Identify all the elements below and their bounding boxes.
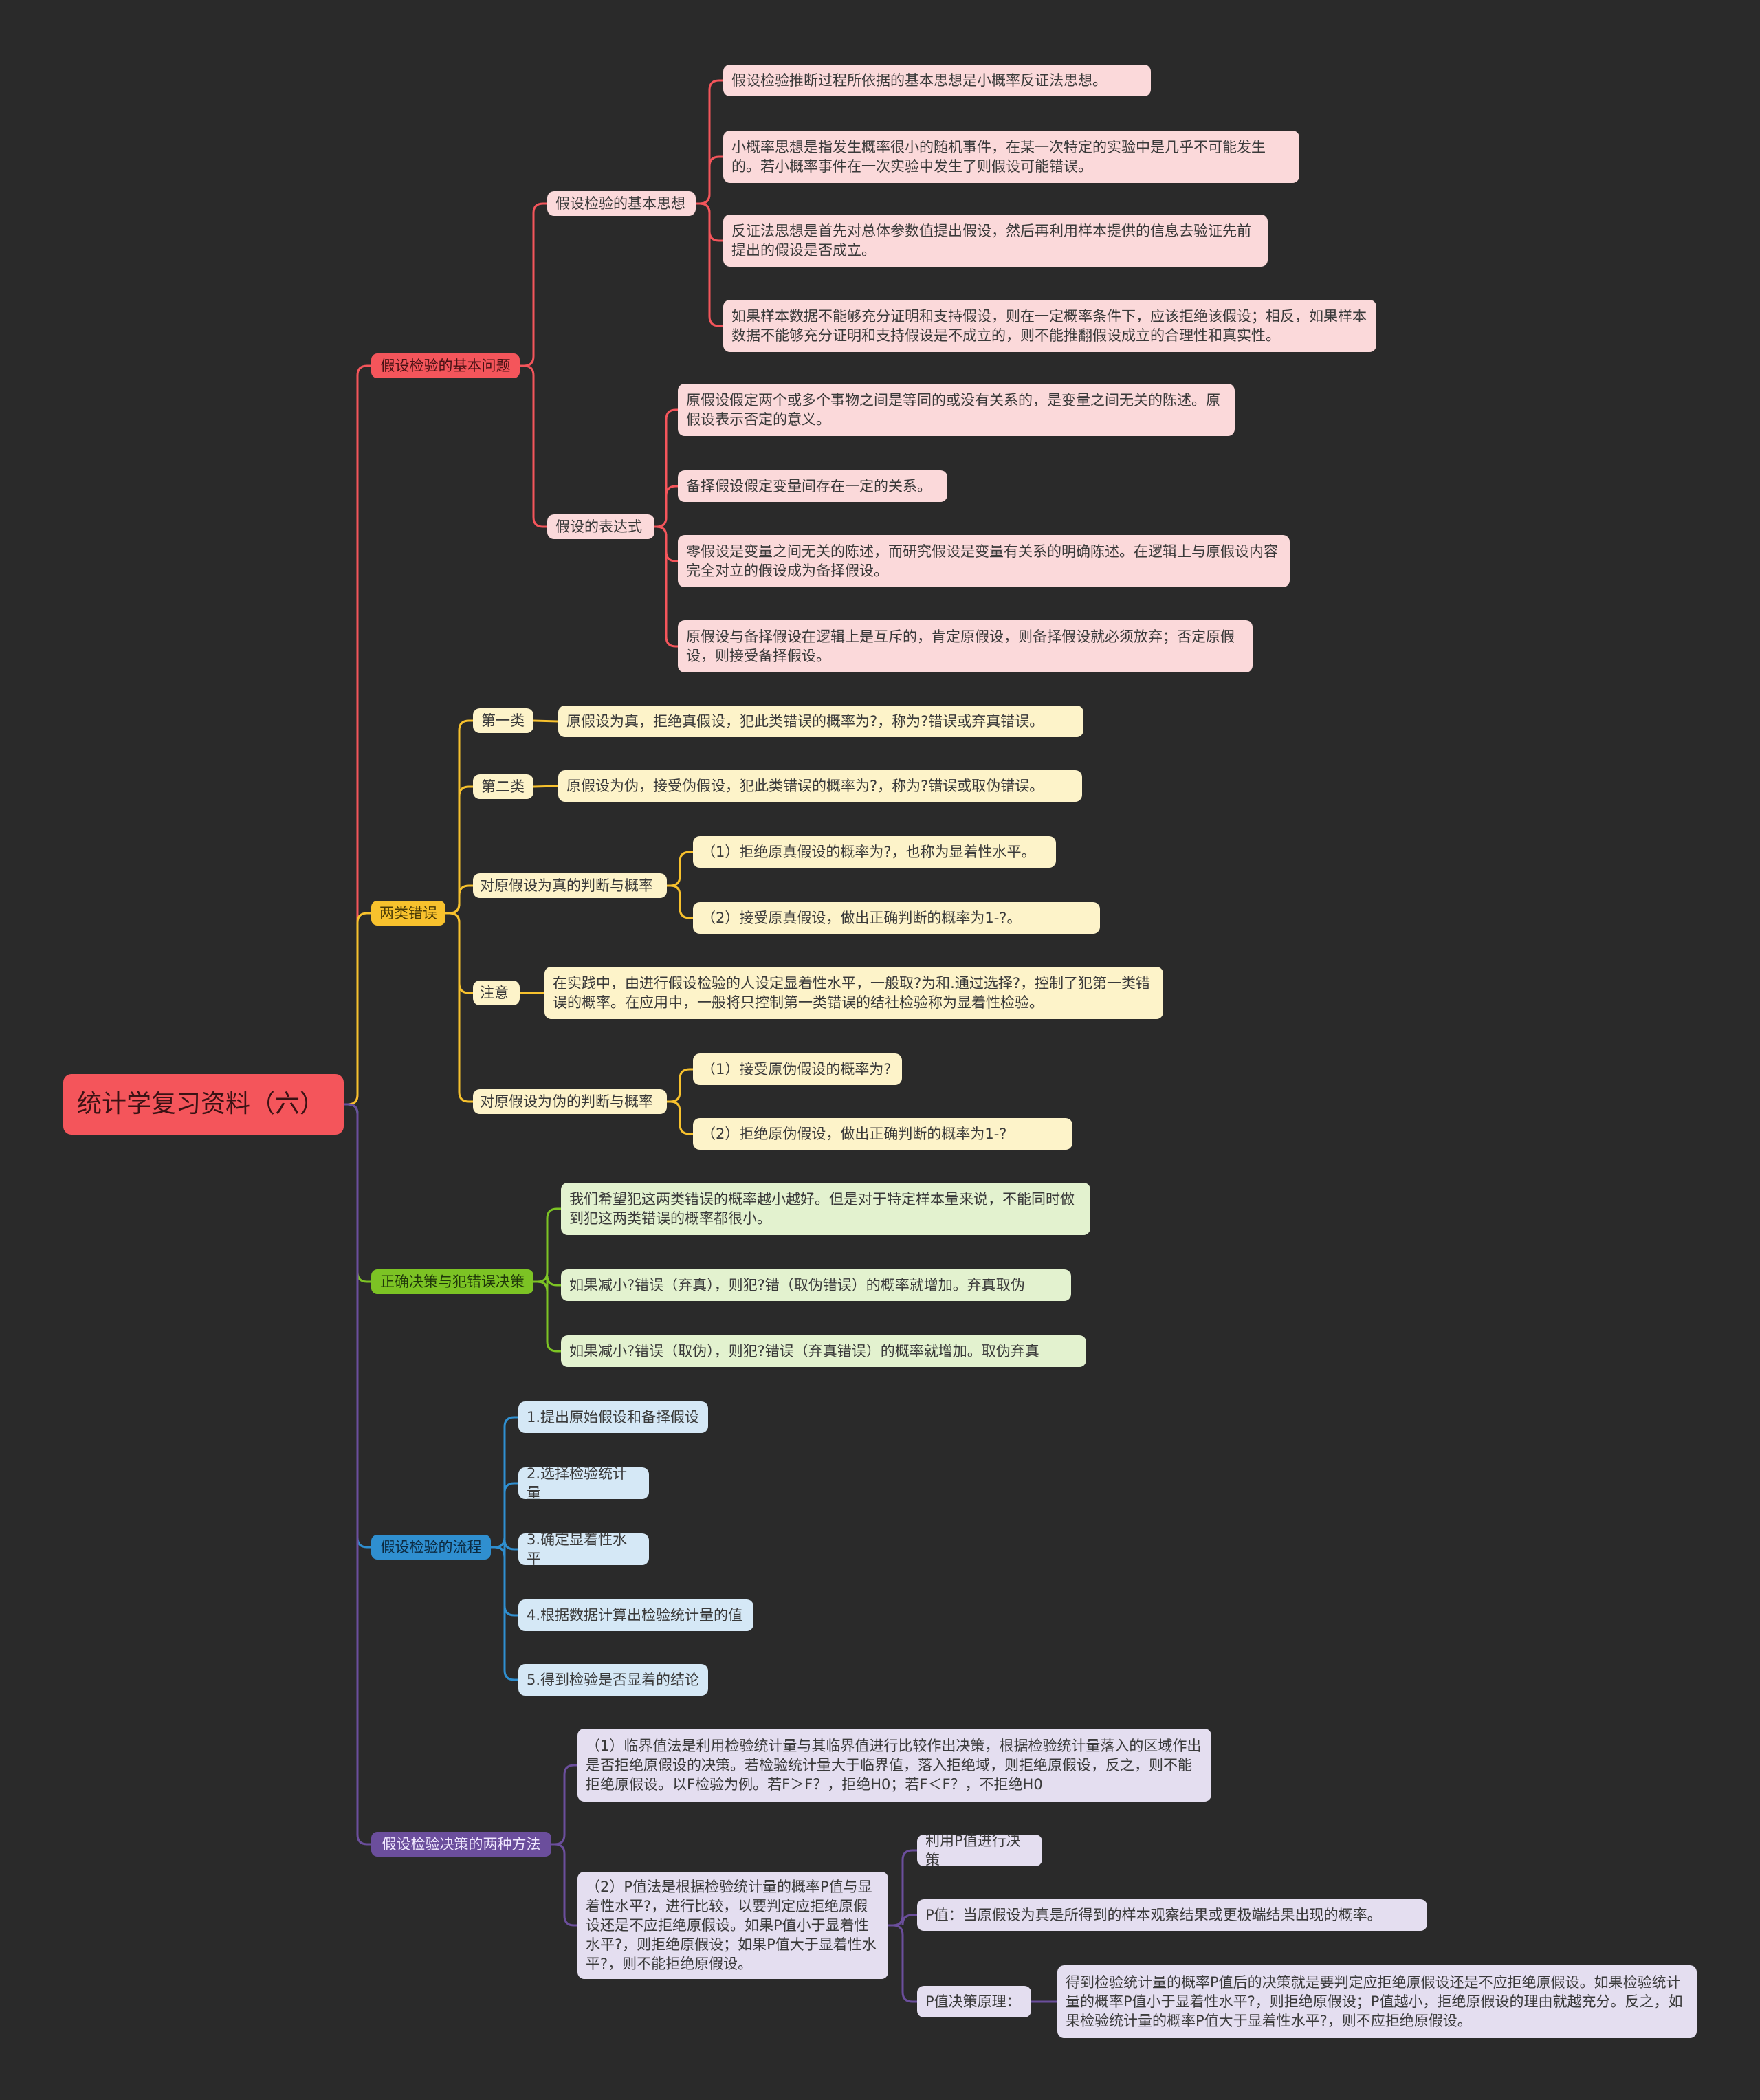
- node-decision-item-1[interactable]: 我们希望犯这两类错误的概率越小越好。但是对于特定样本量来说，不能同时做到犯这两类…: [561, 1183, 1090, 1235]
- node-false-hypothesis-item-2[interactable]: （2）拒绝原伪假设，做出正确判断的概率为1-?: [693, 1118, 1072, 1150]
- node-hypothesis-expression[interactable]: 假设的表达式: [547, 514, 654, 539]
- node-step-2[interactable]: 2.选择检验统计量: [518, 1465, 649, 1501]
- node-type-one[interactable]: 第一类: [473, 708, 534, 733]
- node-expression-item-2[interactable]: 备择假设假定变量间存在一定的关系。: [678, 470, 947, 502]
- node-step-4[interactable]: 4.根据数据计算出检验统计量的值: [518, 1599, 754, 1631]
- connector-node-true-hypothesis-item-1: [667, 851, 693, 887]
- node-type-two-item[interactable]: 原假设为伪，接受伪假设，犯此类错误的概率为?，称为?错误或取伪错误。: [558, 770, 1082, 802]
- node-step-3[interactable]: 3.确定显着性水平: [518, 1531, 649, 1567]
- node-basic-idea-item-2[interactable]: 小概率思想是指发生概率很小的随机事件，在某一次特定的实验中是几乎不可能发生的。若…: [723, 131, 1299, 183]
- branch-correct-decisions[interactable]: 正确决策与犯错误决策: [371, 1269, 534, 1294]
- connector-node-true-hypothesis-item-2: [667, 884, 693, 919]
- node-true-hypothesis[interactable]: 对原假设为真的判断与概率: [473, 873, 667, 898]
- node-step-1[interactable]: 1.提出原始假设和备择假设: [518, 1401, 708, 1433]
- node-type-one-item[interactable]: 原假设为真，拒绝真假设，犯此类错误的概率为?，称为?错误或弃真错误。: [558, 706, 1084, 737]
- node-false-hypothesis-item-1[interactable]: （1）接受原伪假设的概率为?: [693, 1053, 902, 1085]
- node-expression-item-3[interactable]: 零假设是变量之间无关的陈述，而研究假设是变量有关系的明确陈述。在逻辑上与原假设内…: [678, 535, 1290, 587]
- connector-node-p-value-definition: [888, 1914, 917, 1927]
- node-decision-item-3[interactable]: 如果减小?错误（取伪），则犯?错误（弃真错误）的概率就增加。取伪弃真: [561, 1335, 1086, 1367]
- branch-basic-problems[interactable]: 假设检验的基本问题: [371, 353, 520, 378]
- node-p-value-definition[interactable]: P值：当原假设为真是所得到的样本观察结果或更极端结果出现的概率。: [917, 1899, 1427, 1931]
- connector-node-step-5: [491, 1546, 518, 1681]
- connector-node-decision-item-1: [534, 1207, 561, 1283]
- connector-node-basic-idea-item-4: [696, 202, 723, 327]
- node-decision-item-2[interactable]: 如果减小?错误（弃真），则犯?错（取伪错误）的概率就增加。弃真取伪: [561, 1269, 1071, 1301]
- branch-two-errors[interactable]: 两类错误: [371, 901, 446, 926]
- branch-testing-process[interactable]: 假设检验的流程: [371, 1535, 491, 1560]
- root-node[interactable]: 统计学复习资料（六）: [63, 1074, 344, 1135]
- node-use-p-value[interactable]: 利用P值进行决策: [917, 1833, 1042, 1868]
- node-critical-value-method[interactable]: （1）临界值法是利用检验统计量与其临界值进行比较作出决策，根据检验统计量落入的区…: [578, 1729, 1211, 1802]
- connector-node-expression-item-2: [654, 485, 678, 528]
- node-note[interactable]: 注意: [473, 981, 520, 1005]
- node-basic-idea-item-1[interactable]: 假设检验推断过程所依据的基本思想是小概率反证法思想。: [723, 65, 1151, 96]
- connector-node-hypothesis-expression: [520, 364, 547, 528]
- node-expression-item-4[interactable]: 原假设与备择假设在逻辑上是互斥的，肯定原假设，则备择假设就必须放弃；否定原假设，…: [678, 620, 1253, 672]
- connector-node-false-hypothesis-item-1: [667, 1068, 693, 1103]
- connector-node-p-value-method: [551, 1843, 578, 1927]
- node-basic-idea[interactable]: 假设检验的基本思想: [547, 191, 696, 216]
- node-type-two[interactable]: 第二类: [473, 774, 534, 799]
- connector-node-true-hypothesis: [446, 884, 473, 915]
- connector-node-critical-value-method: [551, 1764, 578, 1846]
- connector-node-basic-idea: [520, 202, 547, 367]
- connector-node-p-value-principle: [888, 1924, 917, 2003]
- node-p-value-method[interactable]: （2）P值法是根据检验统计量的概率P值与显着性水平?，进行比较，以要判定应拒绝原…: [578, 1872, 888, 1979]
- connector-node-basic-idea-item-2: [696, 155, 723, 205]
- connector-branch-two-methods: [344, 1103, 371, 1846]
- branch-two-methods[interactable]: 假设检验决策的两种方法: [371, 1832, 551, 1857]
- node-true-hypothesis-item-2[interactable]: （2）接受原真假设，做出正确判断的概率为1-?。: [693, 902, 1100, 934]
- node-expression-item-1[interactable]: 原假设假定两个或多个事物之间是等同的或没有关系的，是变量之间无关的陈述。原假设表…: [678, 384, 1235, 436]
- node-p-value-principle-item[interactable]: 得到检验统计量的概率P值后的决策就是要判定应拒绝原假设还是不应拒绝原假设。如果检…: [1057, 1965, 1697, 2038]
- connector-node-type-two-item: [533, 785, 559, 788]
- node-false-hypothesis[interactable]: 对原假设为伪的判断与概率: [473, 1089, 667, 1114]
- connector-node-false-hypothesis-item-2: [667, 1100, 693, 1135]
- connector-node-step-2: [491, 1482, 518, 1549]
- connector-branch-two-errors: [344, 912, 371, 1106]
- node-note-item[interactable]: 在实践中，由进行假设检验的人设定显着性水平，一般取?为和.通过选择?，控制了犯第…: [544, 967, 1163, 1019]
- node-true-hypothesis-item-1[interactable]: （1）拒绝原真假设的概率为?，也称为显着性水平。: [693, 836, 1056, 868]
- connector-node-expression-item-4: [654, 525, 678, 648]
- connector-node-false-hypothesis: [446, 912, 473, 1103]
- node-basic-idea-item-3[interactable]: 反证法思想是首先对总体参数值提出假设，然后再利用样本提供的信息去验证先前提出的假…: [723, 215, 1268, 267]
- connector-node-decision-item-3: [534, 1280, 561, 1353]
- node-basic-idea-item-4[interactable]: 如果样本数据不能够充分证明和支持假设，则在一定概率条件下，应该拒绝该假设；相反，…: [723, 300, 1376, 352]
- node-p-value-principle[interactable]: P值决策原理：: [917, 1986, 1031, 2017]
- node-step-5[interactable]: 5.得到检验是否显着的结论: [518, 1664, 708, 1696]
